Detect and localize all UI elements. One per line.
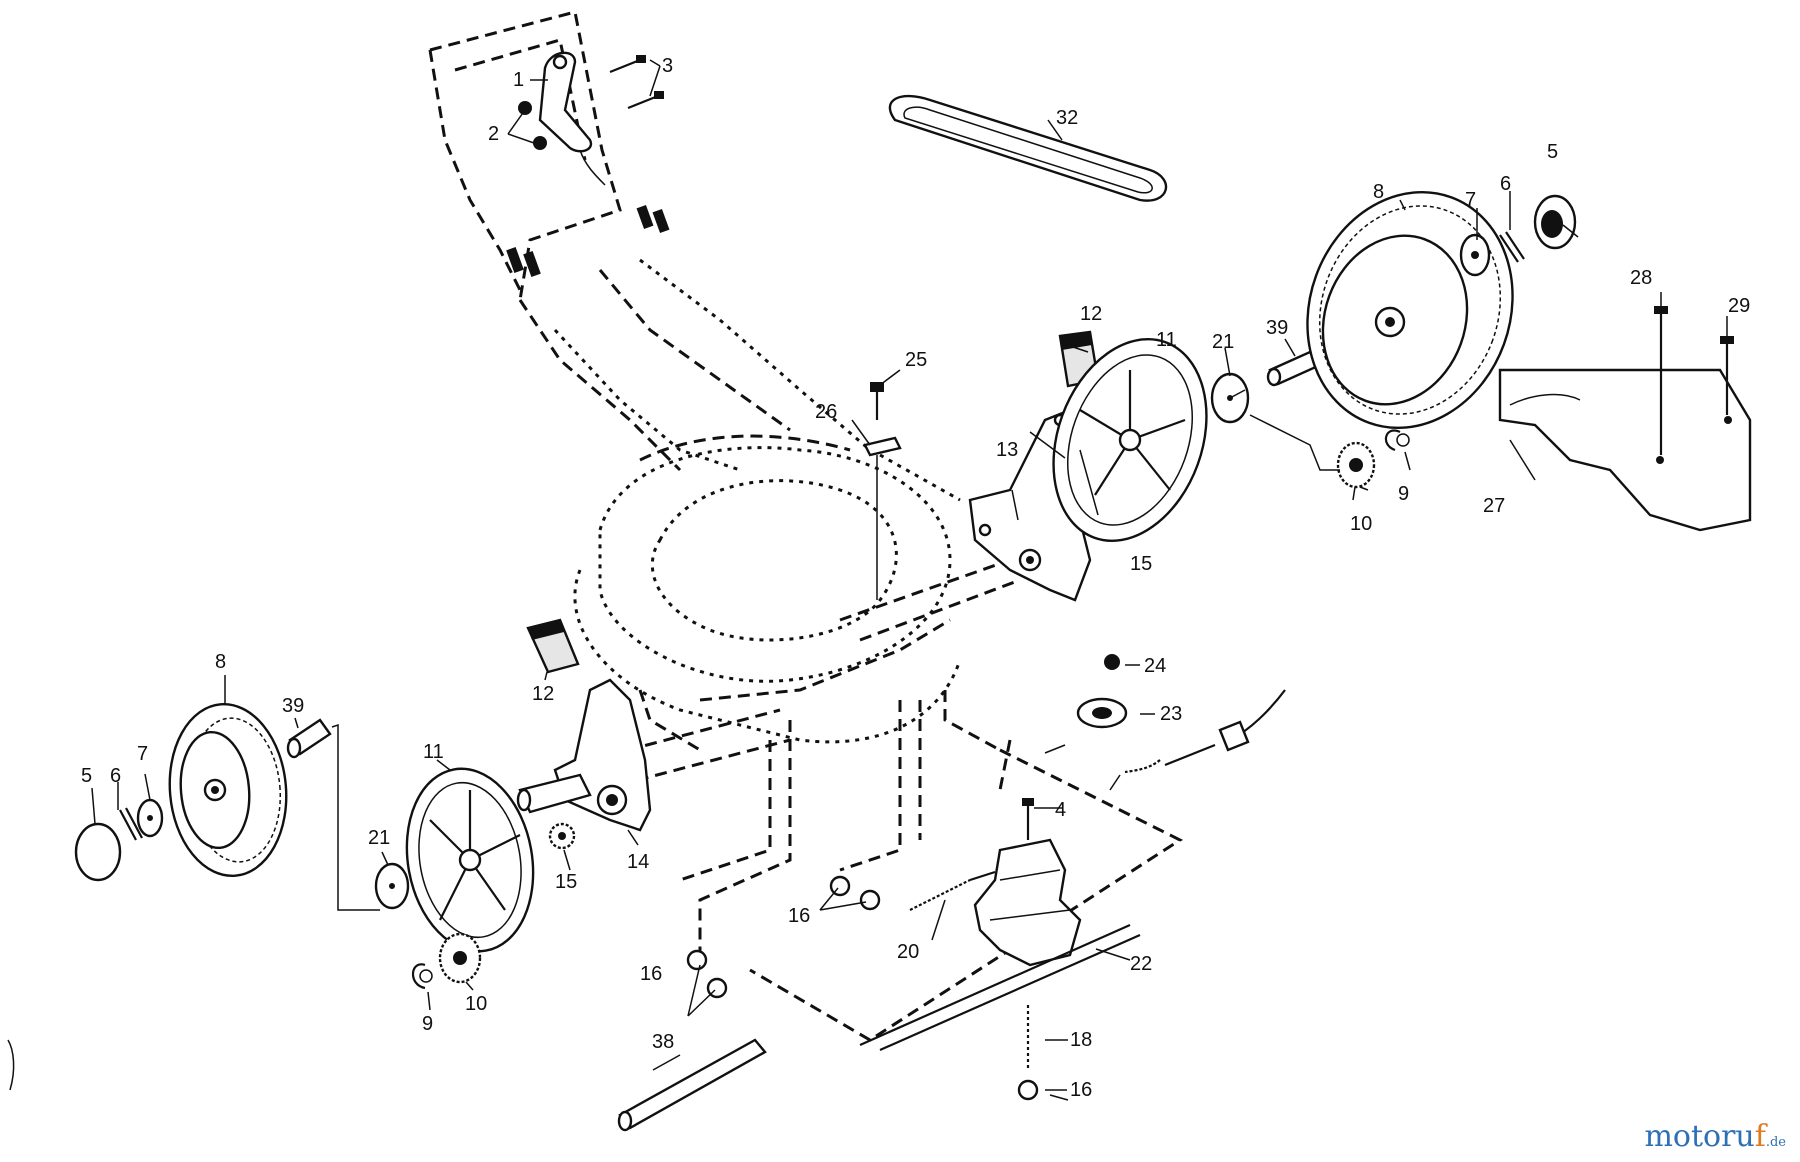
screw-29 (1720, 336, 1734, 415)
washer-7-left (136, 798, 164, 838)
label-28: 28 (1630, 267, 1652, 289)
nut-24 (1104, 654, 1120, 670)
label-3: 3 (662, 55, 673, 77)
pin-6-right (1499, 231, 1525, 263)
label-38: 38 (652, 1031, 674, 1053)
label-6-right: 6 (1500, 173, 1511, 195)
label-15-right: 15 (1130, 553, 1152, 575)
label-21-right: 21 (1212, 331, 1234, 353)
label-8-right: 8 (1373, 181, 1384, 203)
bracket-26 (863, 436, 902, 600)
gear-15-left (548, 822, 576, 850)
hub-cap-5-right (1533, 194, 1577, 250)
bolt-25 (870, 382, 884, 420)
watermark-main: motoru (1644, 1119, 1755, 1154)
label-5-left: 5 (81, 765, 92, 787)
transmission-22 (859, 838, 1141, 1052)
label-14: 14 (627, 851, 649, 873)
label-25: 25 (905, 349, 927, 371)
label-1: 1 (513, 69, 524, 91)
label-8-left: 8 (215, 651, 226, 673)
label-29: 29 (1728, 295, 1750, 317)
label-12-right: 12 (1080, 303, 1102, 325)
label-16-middle: 16 (788, 905, 810, 927)
tire-left (168, 702, 288, 878)
clip-9-right (1384, 429, 1410, 452)
handle-outline (428, 10, 871, 472)
label-11-left: 11 (423, 741, 444, 763)
rod-38 (617, 1038, 767, 1132)
wheel-rim-left (405, 767, 535, 953)
label-12-left: 12 (532, 683, 554, 705)
washer-21-left (374, 862, 410, 910)
nut-16-bottom (1017, 1079, 1039, 1101)
spring-20 (909, 870, 996, 911)
label-10-left: 10 (465, 993, 487, 1015)
part-labels: 1 2 3 32 5 8 7 6 28 29 12 11 21 39 25 26… (81, 55, 1750, 1101)
bolt-icon (609, 55, 664, 110)
cable (1109, 689, 1286, 791)
hub-cap-5-left (74, 822, 122, 882)
label-2: 2 (488, 123, 499, 145)
label-39-right: 39 (1266, 317, 1288, 339)
label-16-left: 16 (640, 963, 662, 985)
label-7-left: 7 (137, 743, 148, 765)
label-11-right: 11 (1156, 329, 1177, 351)
label-16-bottom: 16 (1070, 1079, 1092, 1101)
label-4: 4 (1055, 799, 1066, 821)
bushing-39-left (286, 718, 332, 759)
clip-9-left (411, 963, 433, 990)
label-21-left: 21 (368, 827, 390, 849)
label-13: 13 (996, 439, 1018, 461)
label-20: 20 (897, 941, 919, 963)
drive-belt (888, 94, 1168, 202)
nuts-16-left (686, 875, 881, 999)
watermark-accent: f (1754, 1119, 1766, 1154)
nut-icon (518, 101, 547, 150)
deck-outline (573, 434, 962, 752)
drive-gear-10-right (1336, 441, 1376, 489)
screw-28 (1654, 306, 1668, 455)
bolt-4 (1022, 798, 1034, 840)
scan-mark (7, 1039, 15, 1091)
wheel-cap-left (526, 618, 580, 674)
label-9-right: 9 (1398, 483, 1409, 505)
rear-cover (1498, 368, 1752, 532)
leader-bushing-left (331, 723, 380, 911)
label-39-left: 39 (282, 695, 304, 717)
axle-guides (589, 558, 1184, 1042)
drive-gear-10-left (438, 932, 482, 984)
label-5-right: 5 (1547, 141, 1558, 163)
bushing-39-right (1266, 350, 1320, 387)
label-18: 18 (1070, 1029, 1092, 1051)
label-6-left: 6 (110, 765, 121, 787)
label-9-left: 9 (422, 1013, 433, 1035)
height-adjuster-bracket-left (516, 678, 652, 832)
watermark-logo: motoruf.de (1644, 1119, 1786, 1154)
washer-7-right (1459, 233, 1491, 277)
pin-6-left (119, 807, 143, 841)
watermark-suffix: .de (1765, 1135, 1786, 1150)
label-15-left: 15 (555, 871, 577, 893)
label-24: 24 (1144, 655, 1166, 677)
label-32: 32 (1056, 107, 1078, 129)
leader-lines (91, 59, 1728, 1101)
label-26: 26 (815, 401, 837, 423)
leader-gear-right (1229, 389, 1340, 471)
label-10-right: 10 (1350, 513, 1372, 535)
bearing-23 (1076, 697, 1128, 729)
label-23: 23 (1160, 703, 1182, 725)
lever-bracket (538, 51, 606, 186)
label-27: 27 (1483, 495, 1505, 517)
label-7-right: 7 (1465, 189, 1476, 211)
label-22: 22 (1130, 953, 1152, 975)
